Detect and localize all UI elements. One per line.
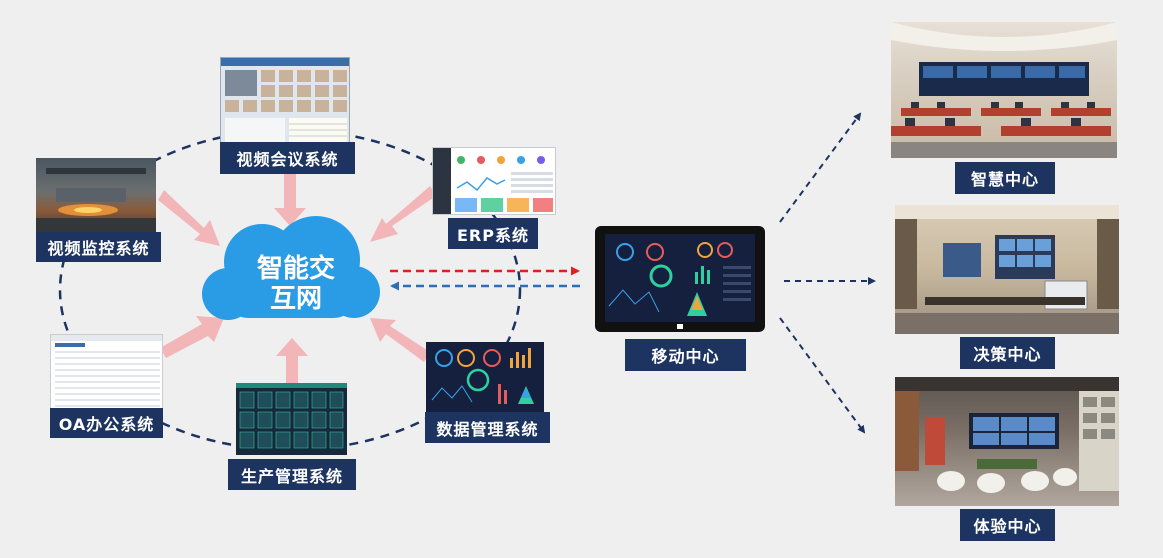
data-management-screenshot	[426, 342, 544, 412]
label-smart-center: 智慧中心	[955, 162, 1055, 194]
label-oa: OA办公系统	[50, 408, 163, 438]
cloud-title-line2: 互网	[269, 284, 322, 314]
cloud-title: 智能交 互网	[238, 254, 354, 314]
label-decision-center: 决策中心	[960, 337, 1055, 369]
experience-center-photo	[895, 377, 1119, 506]
label-erp: ERP系统	[448, 218, 538, 249]
video-grid-graphic	[221, 58, 349, 144]
pink-arrows	[158, 172, 436, 384]
cloud-shape	[202, 216, 380, 320]
label-data-management: 数据管理系统	[425, 412, 550, 443]
data-dashboard-graphic	[431, 348, 534, 404]
video-monitor-photo	[36, 158, 156, 233]
erp-screenshot	[432, 147, 556, 215]
production-screenshot	[236, 383, 347, 455]
smart-center-photo	[891, 22, 1117, 158]
factory-scene-graphic	[36, 168, 156, 233]
erp-dashboard-graphic	[433, 148, 553, 214]
arrow-to-smart	[779, 112, 862, 223]
label-experience-center: 体验中心	[960, 509, 1055, 541]
oa-screenshot	[50, 334, 163, 412]
production-dashboard-graphic	[236, 383, 347, 449]
decision-center-photo	[895, 205, 1119, 334]
label-mobile-center: 移动中心	[625, 339, 746, 371]
mobile-tablet	[595, 226, 765, 332]
video-conference-screenshot	[220, 57, 350, 147]
oa-list-graphic	[51, 335, 162, 407]
arrow-to-experience	[779, 317, 866, 434]
smart-room-graphic	[891, 22, 1117, 158]
decision-room-graphic	[895, 205, 1119, 334]
cloud-title-line1: 智能交	[256, 254, 335, 284]
label-video-conference: 视频会议系统	[220, 142, 355, 174]
label-production: 生产管理系统	[228, 459, 356, 490]
experience-room-graphic	[895, 377, 1119, 493]
label-video-monitor: 视频监控系统	[36, 232, 161, 262]
tablet-screen-graphic	[605, 234, 755, 329]
